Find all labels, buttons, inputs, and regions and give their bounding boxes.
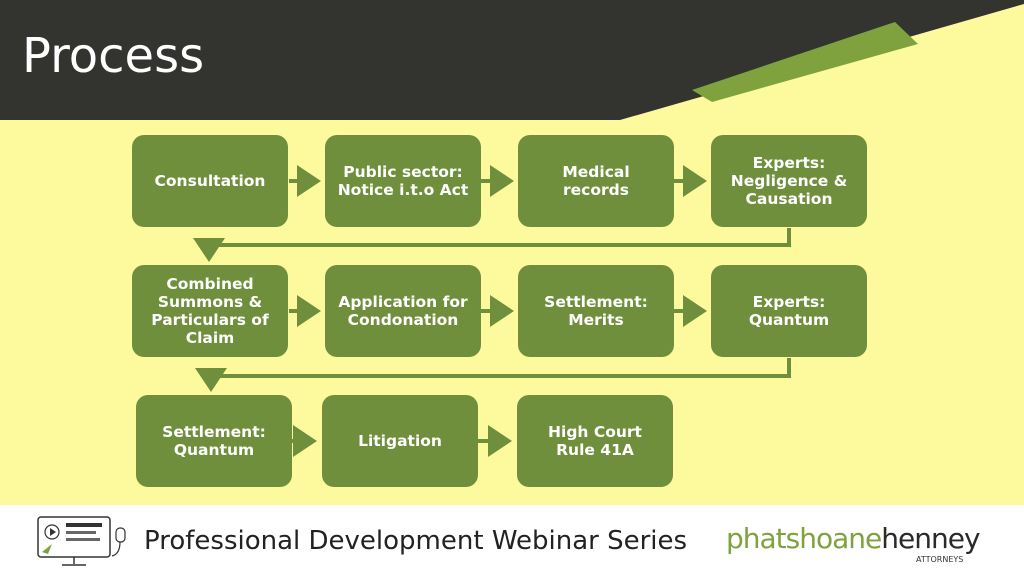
footer-series-title: Professional Development Webinar Series bbox=[144, 526, 688, 556]
header-banner bbox=[0, 0, 1024, 120]
step-settlement-merits: Settlement: Merits bbox=[518, 265, 674, 357]
flow-arrows bbox=[193, 165, 791, 457]
step-application-condonation: Application for Condonation bbox=[325, 265, 481, 357]
step-litigation: Litigation bbox=[322, 395, 478, 487]
step-combined-summons: Combined Summons & Particulars of Claim bbox=[132, 265, 288, 357]
computer-icon bbox=[37, 516, 126, 566]
header-dark-shape bbox=[0, 0, 1024, 120]
arrow-8-9 bbox=[195, 358, 791, 392]
logo-subtitle: ATTORNEYS bbox=[916, 555, 964, 564]
logo-text-part1: phatshoane bbox=[726, 522, 882, 555]
step-high-court-rule: High Court Rule 41A bbox=[517, 395, 673, 487]
arrow-4-5 bbox=[193, 228, 791, 262]
step-medical-records: Medical records bbox=[518, 135, 674, 227]
step-public-sector-notice: Public sector: Notice i.t.o Act bbox=[325, 135, 481, 227]
step-experts-quantum: Experts: Quantum bbox=[711, 265, 867, 357]
step-experts-negligence: Experts: Negligence & Causation bbox=[711, 135, 867, 227]
step-consultation: Consultation bbox=[132, 135, 288, 227]
step-settlement-quantum: Settlement: Quantum bbox=[136, 395, 292, 487]
header-accent-stripe bbox=[692, 22, 918, 102]
logo-text-part2: henney bbox=[881, 522, 980, 555]
firm-logo: phatshoanehenney bbox=[726, 522, 981, 555]
page-title: Process bbox=[22, 28, 205, 84]
